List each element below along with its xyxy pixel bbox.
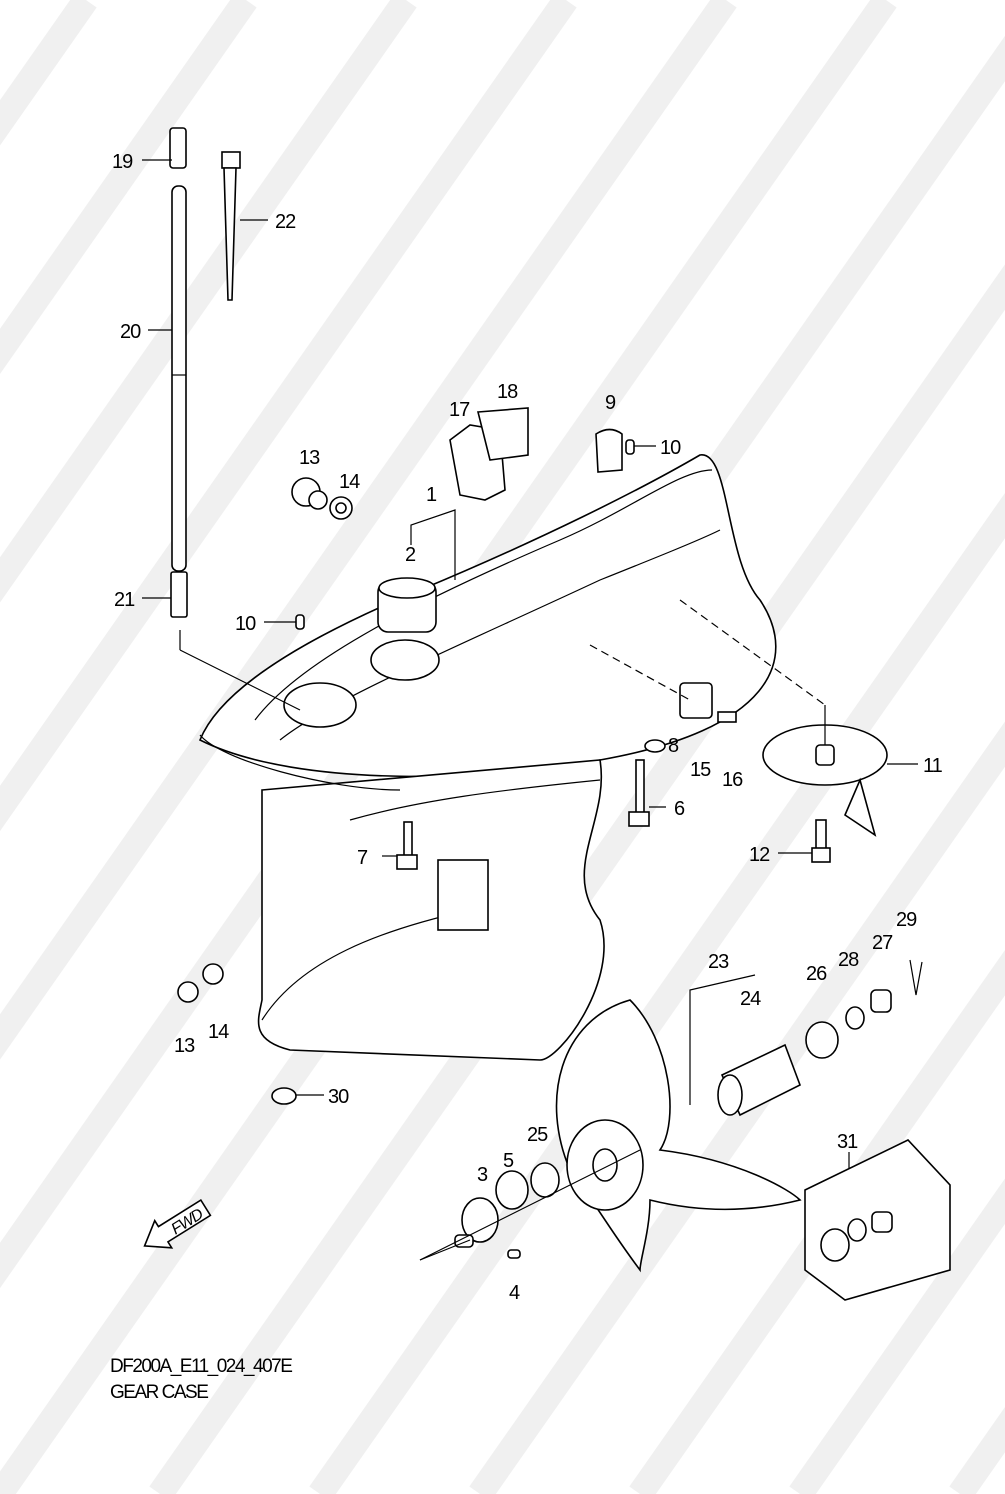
callout-15: 15 xyxy=(690,759,711,781)
callout-14: 14 xyxy=(339,471,360,493)
callout-11: 11 xyxy=(923,755,943,777)
callout-4: 4 xyxy=(509,1282,520,1304)
callout-23: 23 xyxy=(708,951,729,973)
driveshaft-top-19 xyxy=(169,127,187,169)
diagram-code: DF200A_E11_024_407E xyxy=(110,1356,292,1377)
diagram-title: GEAR CASE xyxy=(110,1382,208,1403)
callout-10: 10 xyxy=(660,437,681,459)
callout-6: 6 xyxy=(674,798,685,820)
callout-13: 13 xyxy=(174,1035,195,1057)
watermark-band xyxy=(789,1178,1005,1494)
callout-26: 26 xyxy=(806,963,827,985)
callout-9: 9 xyxy=(605,392,616,414)
driveshaft xyxy=(169,127,188,618)
callout-3: 3 xyxy=(477,1164,488,1186)
callout-8: 8 xyxy=(668,735,679,757)
watermark-band xyxy=(0,0,737,1060)
watermark-band xyxy=(0,0,257,375)
part-15 xyxy=(679,682,713,719)
callout-28: 28 xyxy=(838,949,859,971)
callout-25: 25 xyxy=(527,1124,548,1146)
gear-case-housing xyxy=(198,454,777,1061)
watermark-band xyxy=(469,721,1005,1494)
callout-29: 29 xyxy=(896,909,917,931)
leader-lines xyxy=(142,159,918,1261)
callout-18: 18 xyxy=(497,381,518,403)
callout-2: 2 xyxy=(405,544,416,566)
driveshaft-bottom-21 xyxy=(170,571,188,618)
callout-13: 13 xyxy=(299,447,320,469)
callout-31: 31 xyxy=(837,1131,858,1153)
callout-7: 7 xyxy=(357,847,368,869)
callout-30: 30 xyxy=(328,1086,349,1108)
watermark-band xyxy=(149,264,1005,1494)
callout-5: 5 xyxy=(503,1150,514,1172)
callout-24: 24 xyxy=(740,988,761,1010)
callout-14: 14 xyxy=(208,1021,229,1043)
part-16 xyxy=(717,711,737,723)
callout-20: 20 xyxy=(120,321,141,343)
small-parts xyxy=(177,407,951,1301)
callout-27: 27 xyxy=(872,932,893,954)
callout-22: 22 xyxy=(275,211,296,233)
callout-10: 10 xyxy=(235,613,256,635)
callout-21: 21 xyxy=(114,589,135,611)
callout-19: 19 xyxy=(112,151,133,173)
part-9 xyxy=(595,428,623,473)
callout-12: 12 xyxy=(749,844,770,866)
callout-1: 1 xyxy=(426,484,437,506)
watermark-band xyxy=(0,0,577,832)
callout-16: 16 xyxy=(722,769,743,791)
callout-17: 17 xyxy=(449,399,470,421)
cable-tie-22 xyxy=(221,151,241,301)
part-18 xyxy=(476,407,529,461)
